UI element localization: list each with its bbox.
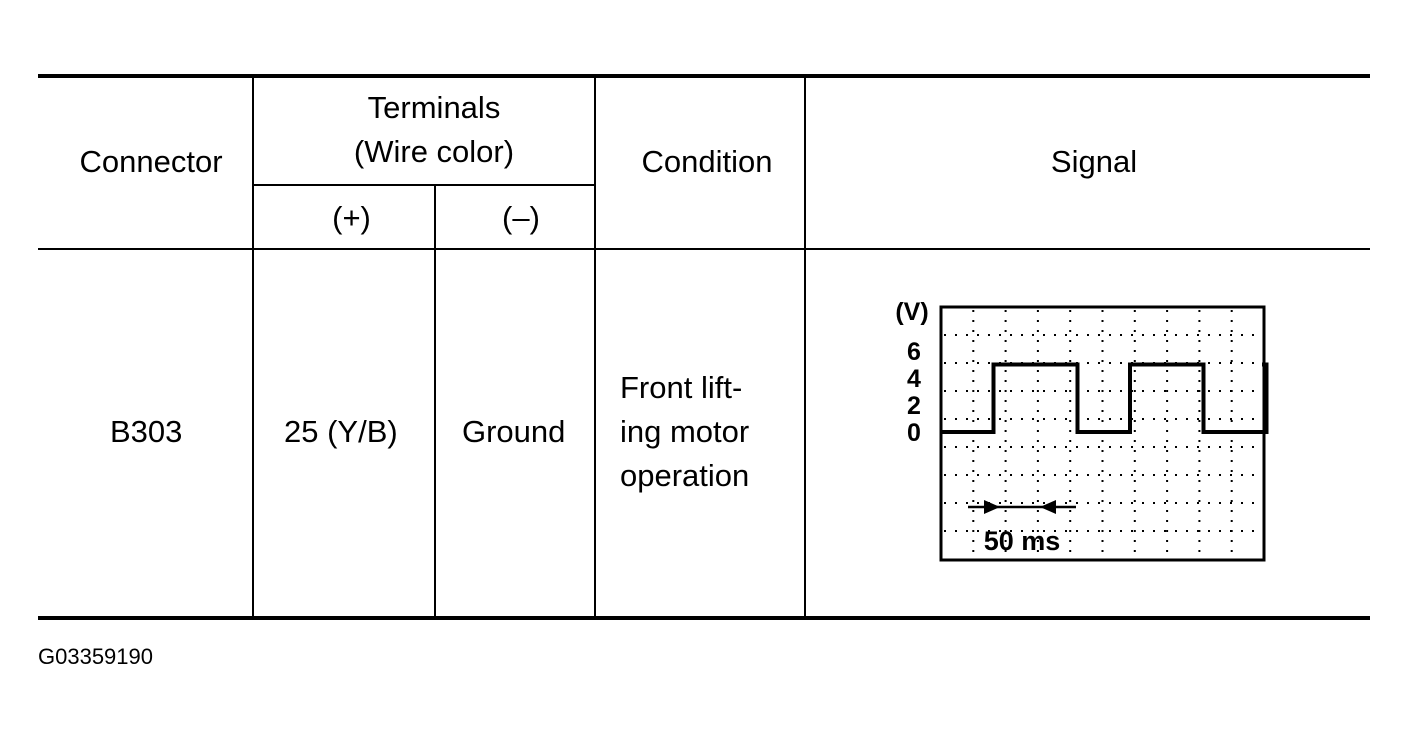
figure-code: G03359190 — [38, 644, 153, 669]
signal-waveform — [941, 362, 1269, 434]
header-signal: Signal — [1050, 144, 1138, 179]
row-condition-line-3: operation — [620, 458, 750, 493]
plot-grid — [944, 310, 1261, 557]
row-minus-terminal: Ground — [462, 414, 566, 449]
column-divider-terminals — [434, 186, 436, 616]
y-tick-label: 4 — [907, 365, 921, 393]
table-bottom-border — [38, 616, 1370, 620]
row-connector: B303 — [110, 414, 183, 449]
y-tick-label: 6 — [907, 338, 921, 366]
header-terminals: Terminals — [367, 90, 501, 125]
time-scale-indicator — [968, 500, 1076, 514]
y-tick-label: 2 — [907, 392, 921, 420]
header-minus-terminal: (–) — [502, 200, 540, 235]
row-condition-line-2: ing motor — [620, 414, 750, 449]
time-scale-arrow-left — [1040, 500, 1056, 514]
header-bottom-border — [38, 248, 1370, 250]
y-tick-label: 0 — [907, 419, 921, 447]
column-divider-signal — [804, 78, 806, 616]
header-connector: Connector — [79, 144, 223, 179]
row-plus-terminal: 25 (Y/B) — [284, 414, 398, 449]
header-wire-color: (Wire color) — [353, 134, 515, 169]
header-condition: Condition — [641, 144, 773, 179]
time-scale-label: 50 ms — [984, 526, 1061, 556]
column-divider-condition — [594, 78, 596, 616]
header-plus-terminal: (+) — [332, 200, 371, 235]
table-top-border — [38, 74, 1370, 78]
terminals-header-divider — [254, 184, 596, 186]
row-condition-line-1: Front lift- — [620, 370, 743, 405]
column-divider-connector — [252, 78, 254, 616]
y-axis-unit-label: (V) — [895, 298, 928, 326]
time-scale-arrow-right — [984, 500, 1000, 514]
